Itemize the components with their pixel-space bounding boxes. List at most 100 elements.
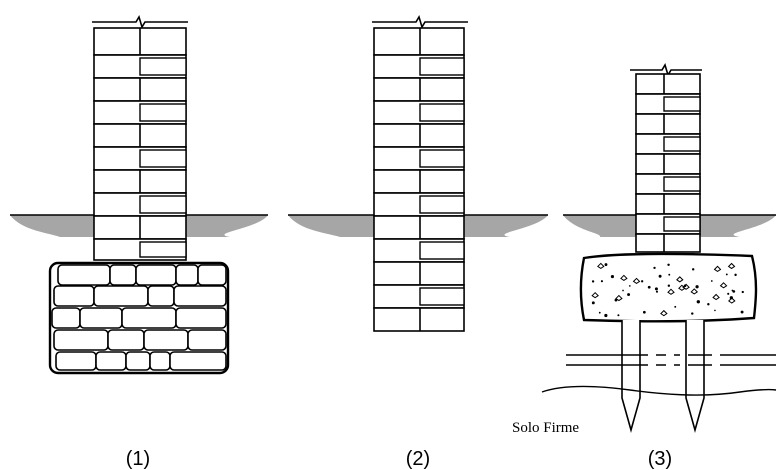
aggregate-dot: [707, 303, 710, 306]
aggregate-dot: [727, 292, 730, 295]
brick-course: [635, 233, 701, 253]
aggregate-dot: [600, 280, 604, 283]
firm-soil-line: [541, 385, 777, 396]
aggregate-dot: [683, 284, 687, 288]
caption-panel-2: (2): [406, 448, 430, 470]
footing-stone: [53, 329, 109, 351]
aggregate-dot: [695, 285, 699, 289]
footing-stone: [147, 285, 175, 307]
aggregate-stone: [690, 288, 699, 295]
brick: [663, 176, 701, 192]
footing-stone: [51, 307, 81, 329]
footing-stone: [175, 307, 227, 329]
break-line-icon: [630, 63, 702, 77]
footing-stone: [135, 264, 177, 286]
brick: [139, 241, 187, 258]
brick-course: [373, 261, 465, 286]
aggregate-dot: [642, 310, 646, 314]
aggregate-dot: [591, 280, 595, 283]
brick: [663, 136, 701, 152]
footing-stone: [175, 264, 199, 286]
footing-stone: [143, 329, 189, 351]
aggregate-dot: [691, 312, 694, 315]
aggregate-dot: [696, 300, 700, 304]
pile: [621, 320, 641, 433]
panel-2-column-without-footing: [288, 15, 548, 332]
footing-stone: [79, 307, 123, 329]
aggregate-stone: [660, 309, 668, 317]
footing-stone: [125, 351, 151, 371]
footing-stone: [169, 351, 227, 371]
footing-stone: [121, 307, 177, 329]
aggregate-dot: [710, 280, 713, 282]
footing-stone: [109, 264, 137, 286]
panel-3-concrete-cap-on-piles: [541, 63, 777, 433]
brick: [419, 241, 465, 260]
aggregate-dot: [740, 310, 744, 314]
masonry-footing: [48, 261, 230, 375]
aggregate-stone: [727, 297, 736, 304]
aggregate-stone: [620, 274, 628, 282]
brick: [139, 195, 187, 214]
brick: [419, 149, 465, 168]
firm-soil-label: Solo Firme: [512, 420, 579, 436]
brick-course: [635, 193, 701, 215]
aggregate-stone: [712, 293, 720, 301]
concrete-pile-cap: [579, 252, 758, 323]
footing-stone: [53, 285, 95, 307]
footing-stone: [149, 351, 171, 371]
pile: [685, 320, 705, 433]
aggregate-stone: [591, 291, 599, 299]
footing-stone: [107, 329, 145, 351]
aggregate-dot: [741, 290, 744, 294]
aggregate-dot: [627, 293, 631, 297]
footing-stone: [57, 264, 111, 286]
brick-course: [373, 215, 465, 240]
caption-panel-3: (3): [648, 448, 672, 470]
aggregate-dot: [714, 309, 716, 312]
footing-stone: [197, 264, 227, 286]
aggregate-dot: [653, 266, 656, 270]
aggregate-stone: [727, 262, 736, 270]
footing-stone: [173, 285, 227, 307]
break-line-icon: [92, 15, 188, 29]
aggregate-dot: [732, 290, 736, 293]
aggregate-dot: [598, 311, 601, 314]
brick-course: [373, 27, 465, 56]
aggregate-dot: [658, 274, 662, 278]
aggregate-dot: [655, 290, 659, 293]
aggregate-stone: [667, 288, 675, 295]
aggregate-dot: [654, 287, 658, 291]
brick-course: [635, 113, 701, 135]
aggregate-dot: [725, 273, 728, 276]
aggregate-dot: [647, 285, 651, 289]
brick-course: [373, 123, 465, 148]
caption-panel-1: (1): [126, 448, 150, 470]
aggregate-stone: [615, 294, 623, 302]
brick-course: [635, 73, 701, 95]
brick: [139, 103, 187, 122]
aggregate-dot: [641, 280, 644, 283]
aggregate-dot: [604, 313, 608, 318]
aggregate-dot: [734, 273, 737, 277]
aggregate-stone: [719, 282, 728, 289]
brick-course: [373, 307, 465, 332]
aggregate-stone: [676, 276, 684, 283]
aggregate-dot: [691, 268, 695, 271]
brick: [139, 57, 187, 76]
brick: [419, 103, 465, 122]
footing-stone: [95, 351, 127, 371]
aggregate-dot: [617, 314, 620, 317]
aggregate-dot: [667, 284, 671, 287]
aggregate-stone: [713, 265, 722, 272]
brick-course: [373, 169, 465, 194]
brick: [663, 216, 701, 232]
aggregate-stone: [632, 277, 641, 285]
aggregate-dot: [622, 289, 624, 292]
break-line-icon: [372, 15, 468, 29]
brick: [419, 195, 465, 214]
brick: [663, 96, 701, 112]
aggregate-dot: [667, 263, 670, 267]
brick: [139, 149, 187, 168]
